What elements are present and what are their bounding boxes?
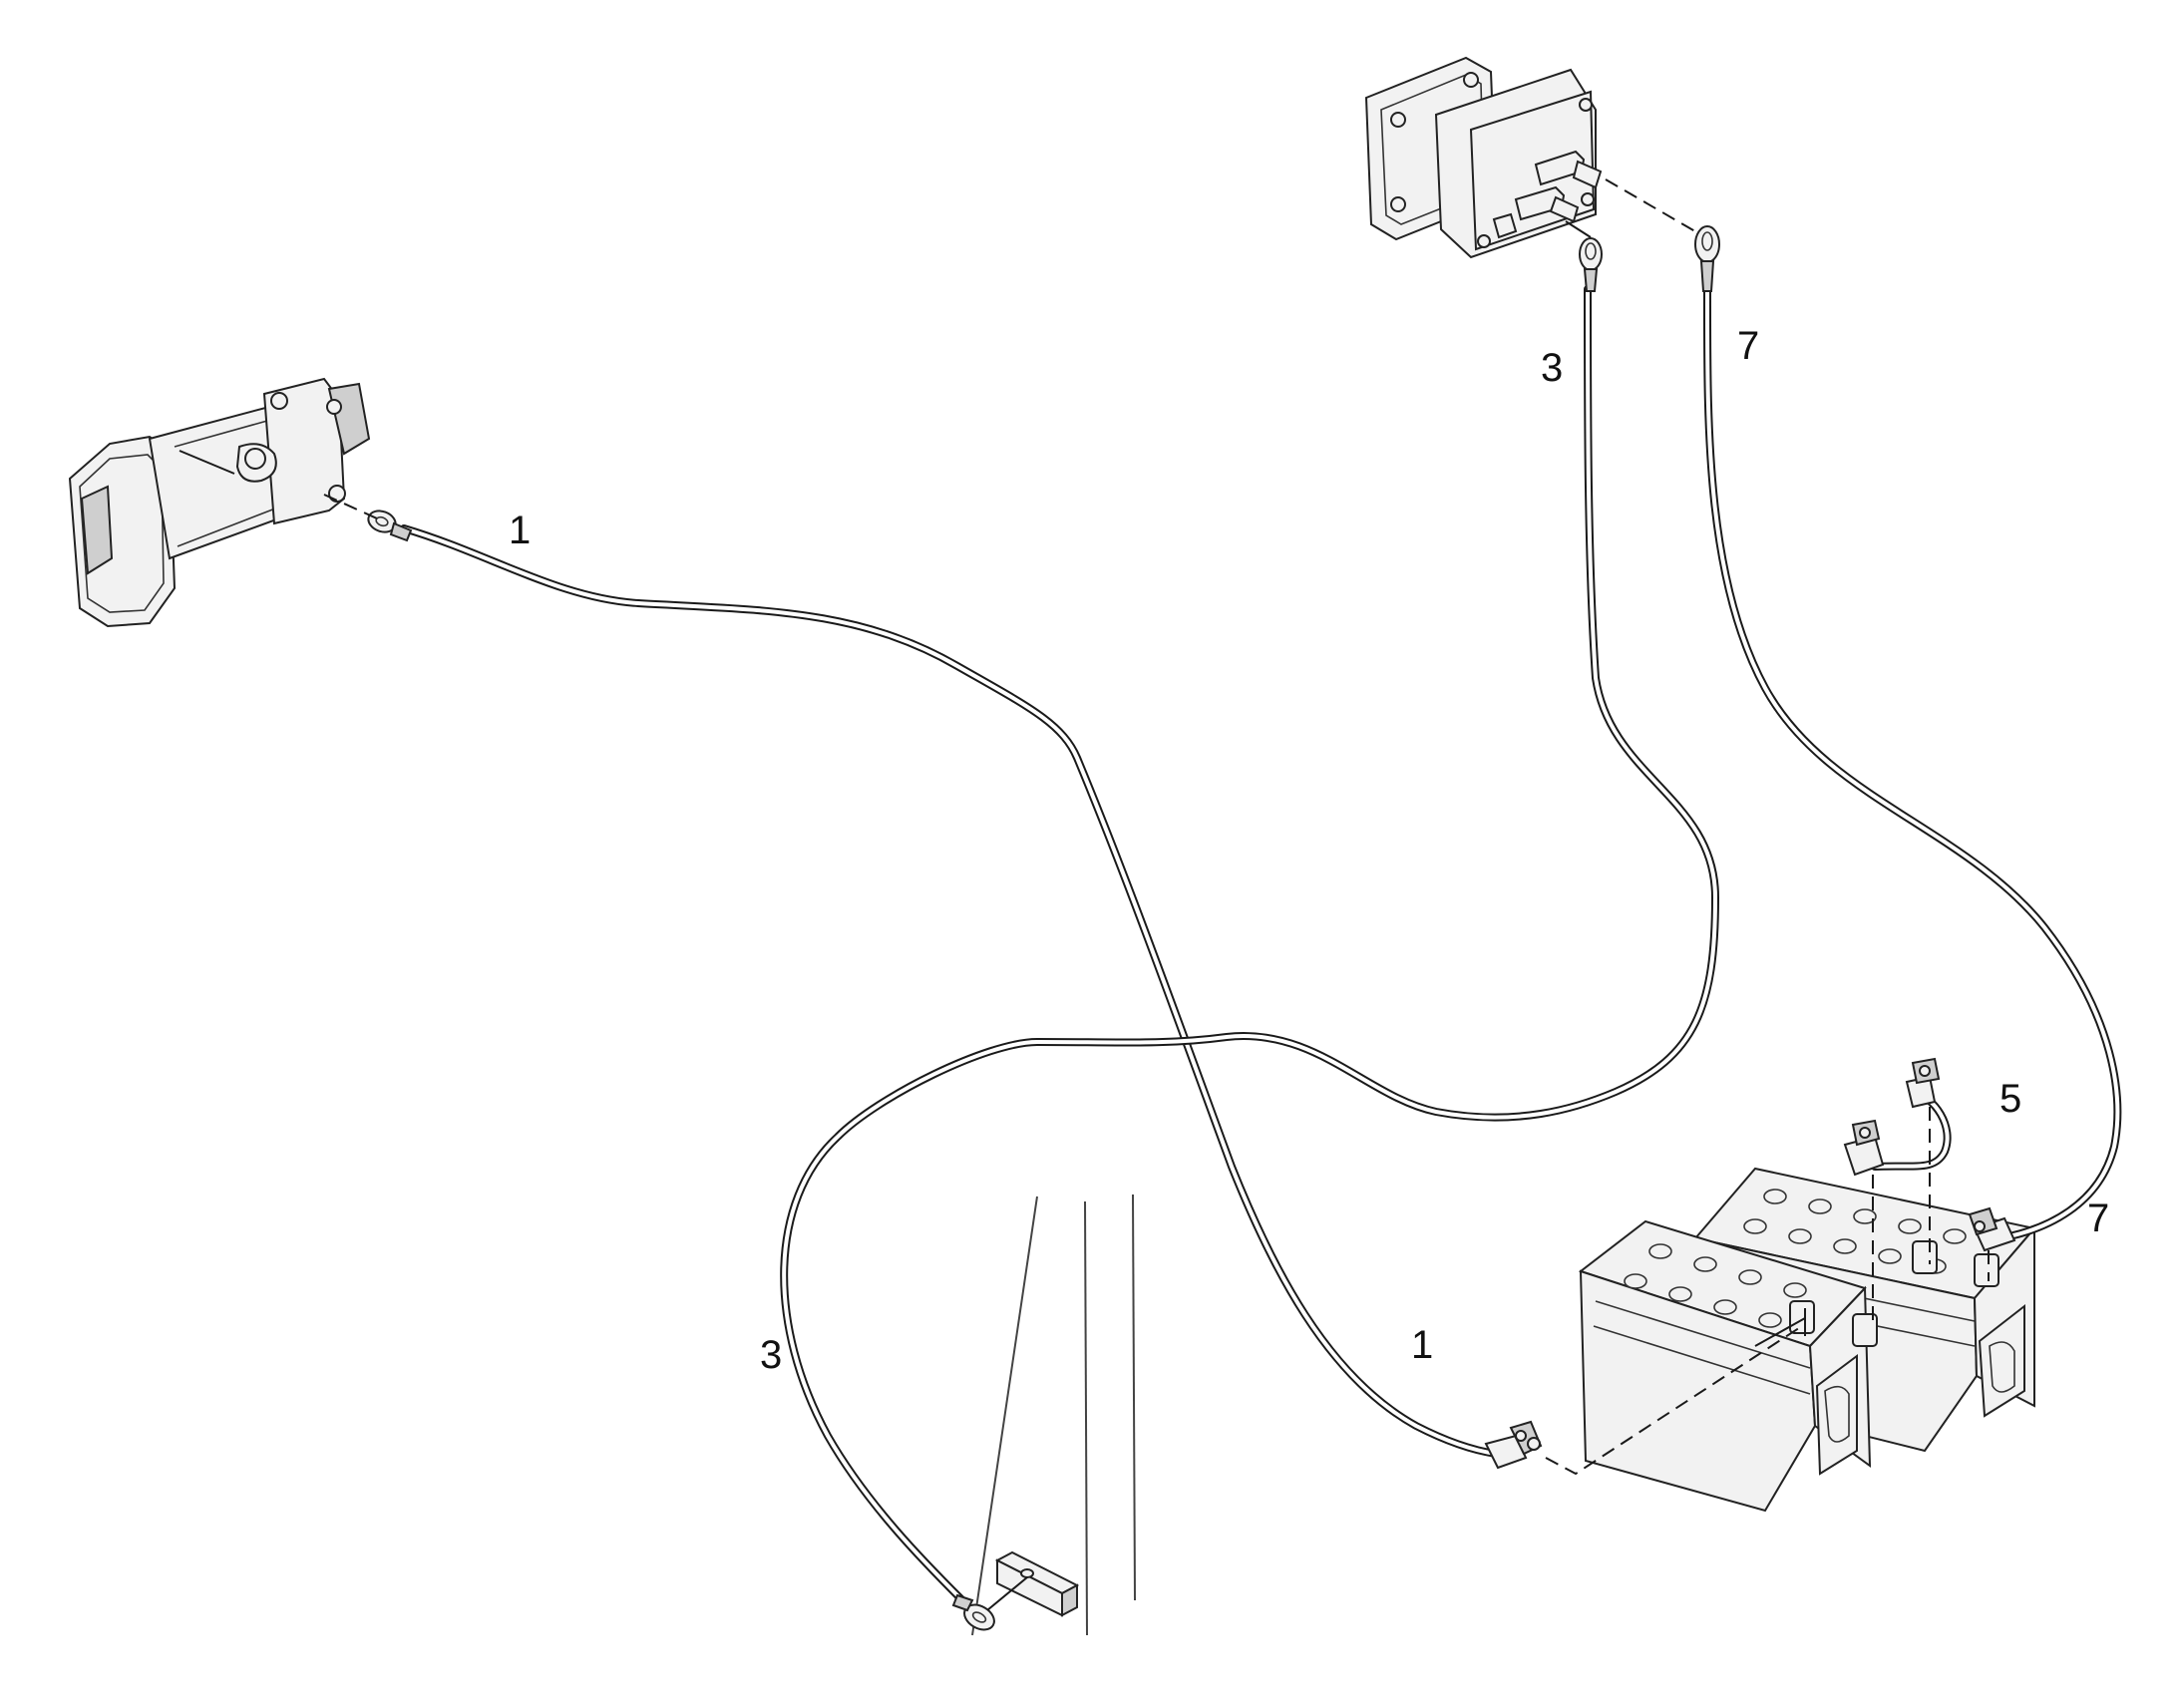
- ground-bracket: [994, 1550, 1080, 1617]
- clamp-terminal-cable-1-battery: [1484, 1420, 1543, 1470]
- leader-cable-3-relay: [1565, 220, 1592, 238]
- ring-terminal-cable-3-relay: [1579, 237, 1603, 292]
- callout-cable-5: 5: [1999, 1077, 2021, 1121]
- starter-relay: [1364, 56, 1603, 259]
- callout-cable-3-top: 3: [1541, 346, 1563, 390]
- ring-terminal-cable-3-ground: [951, 1593, 995, 1631]
- clamp-terminal-cable-5-b: [1905, 1057, 1941, 1109]
- leader-cable-3-ground: [986, 1576, 1028, 1611]
- callout-cable-1-bottom: 1: [1411, 1323, 1433, 1367]
- cable-3: [780, 285, 1719, 1604]
- cable-7: [1702, 285, 2122, 1240]
- leader-cable-1-battery: [1545, 1323, 1806, 1476]
- callout-cable-7-top: 7: [1737, 324, 1759, 368]
- clamp-terminal-cable-7-battery: [1968, 1206, 2016, 1252]
- cable-1: [400, 524, 1500, 1458]
- callout-cable-7-bottom: 7: [2087, 1196, 2109, 1240]
- leader-cable-1-starter: [323, 494, 378, 519]
- ring-terminal-cable-1-starter: [367, 510, 413, 542]
- clamp-terminal-cable-5-a: [1843, 1119, 1885, 1177]
- chassis-wall: [971, 1194, 1136, 1636]
- callout-cable-3-left: 3: [760, 1333, 782, 1377]
- battery-front: [1578, 1219, 1878, 1513]
- ring-terminal-cable-7-relay: [1694, 225, 1720, 292]
- callout-cable-1-top: 1: [509, 509, 531, 552]
- starter-motor: [68, 377, 371, 628]
- leader-cable-7-relay: [1605, 178, 1701, 235]
